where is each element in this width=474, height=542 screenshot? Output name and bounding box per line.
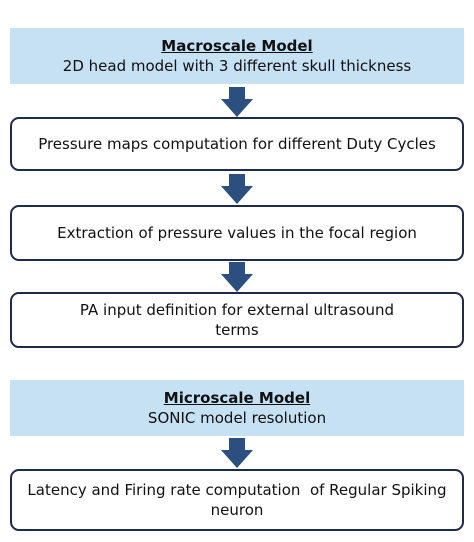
down-arrow-icon xyxy=(221,174,253,204)
microscale-model-description: SONIC model resolution xyxy=(147,409,327,427)
latency-firing-rate-line1: Latency and Firing rate computation of R… xyxy=(27,481,447,499)
pressure-maps-box: Pressure maps computation for different … xyxy=(10,117,464,171)
pressure-extraction-text: Extraction of pressure values in the foc… xyxy=(57,224,417,242)
pressure-maps-text: Pressure maps computation for different … xyxy=(38,135,436,153)
macroscale-model-description: 2D head model with 3 different skull thi… xyxy=(62,57,412,75)
latency-firing-rate-box: Latency and Firing rate computation of R… xyxy=(10,469,464,531)
pressure-extraction-box: Extraction of pressure values in the foc… xyxy=(10,205,464,261)
down-arrow-icon xyxy=(221,262,253,292)
macroscale-model-box: Macroscale Model 2D head model with 3 di… xyxy=(10,28,464,84)
latency-firing-rate-line2: neuron xyxy=(210,501,264,519)
macroscale-model-heading: Macroscale Model xyxy=(161,37,313,55)
down-arrow-icon xyxy=(221,87,253,117)
microscale-model-box: Microscale Model SONIC model resolution xyxy=(10,380,464,436)
pa-input-definition-line1: PA input definition for external ultraso… xyxy=(79,301,395,319)
pa-input-definition-line2: terms xyxy=(215,321,259,339)
pa-input-definition-box: PA input definition for external ultraso… xyxy=(10,292,464,348)
down-arrow-icon xyxy=(221,438,253,468)
microscale-model-heading: Microscale Model xyxy=(163,389,311,407)
